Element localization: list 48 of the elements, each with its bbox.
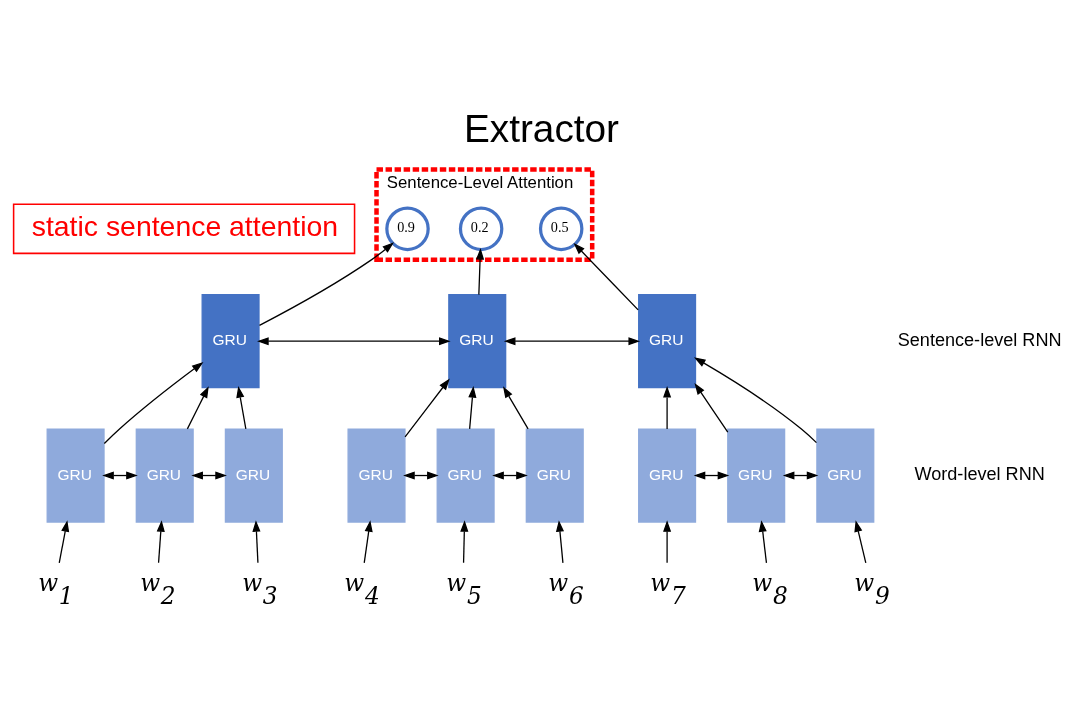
label: Sentence-level RNN bbox=[897, 329, 1062, 350]
arrow bbox=[573, 242, 639, 311]
node-box: GRU bbox=[347, 427, 406, 523]
arrow bbox=[363, 519, 373, 563]
arrow bbox=[258, 241, 394, 326]
arrow bbox=[503, 336, 641, 345]
arrow bbox=[236, 385, 247, 430]
arrow bbox=[252, 519, 261, 563]
node-box: GRU bbox=[525, 427, 584, 523]
diagram-title: Extractor bbox=[464, 106, 619, 150]
arrow bbox=[758, 519, 768, 563]
node-box: GRU bbox=[816, 427, 875, 523]
arrow bbox=[663, 385, 672, 430]
arrow bbox=[663, 519, 672, 563]
node-circle: 0.2 bbox=[458, 206, 504, 251]
arrow bbox=[693, 356, 818, 443]
arrow bbox=[503, 385, 529, 430]
node-box: static sentence attention bbox=[12, 203, 356, 254]
arrow bbox=[186, 385, 209, 430]
arrow bbox=[460, 519, 469, 563]
node-circle: 0.5 bbox=[538, 206, 584, 251]
arrow bbox=[782, 470, 819, 480]
arrow bbox=[694, 382, 729, 433]
node-box: GRU bbox=[46, 427, 105, 523]
node-circle: 0.9 bbox=[385, 206, 430, 251]
node-box: GRU bbox=[436, 427, 495, 523]
arrow bbox=[555, 519, 564, 563]
node-box: GRU bbox=[448, 293, 507, 388]
node-box: GRU bbox=[201, 293, 260, 388]
arrow bbox=[156, 519, 165, 563]
arrow bbox=[403, 470, 439, 480]
arrow bbox=[476, 247, 485, 295]
arrow bbox=[492, 470, 528, 480]
node-box: GRU bbox=[135, 427, 194, 523]
arrow bbox=[58, 519, 70, 563]
node-box: GRU bbox=[638, 427, 697, 523]
arrow bbox=[191, 470, 227, 480]
arrow bbox=[468, 385, 477, 430]
arrow bbox=[257, 336, 451, 345]
arrow bbox=[693, 470, 730, 480]
arrow bbox=[854, 519, 867, 563]
label: Word-level RNN bbox=[914, 463, 1045, 484]
arrow bbox=[102, 470, 138, 480]
arrow bbox=[404, 377, 450, 437]
node-box: GRU bbox=[224, 427, 283, 523]
arrow bbox=[103, 361, 204, 444]
node-box: GRU bbox=[727, 427, 786, 523]
node-box: GRU bbox=[638, 293, 697, 388]
